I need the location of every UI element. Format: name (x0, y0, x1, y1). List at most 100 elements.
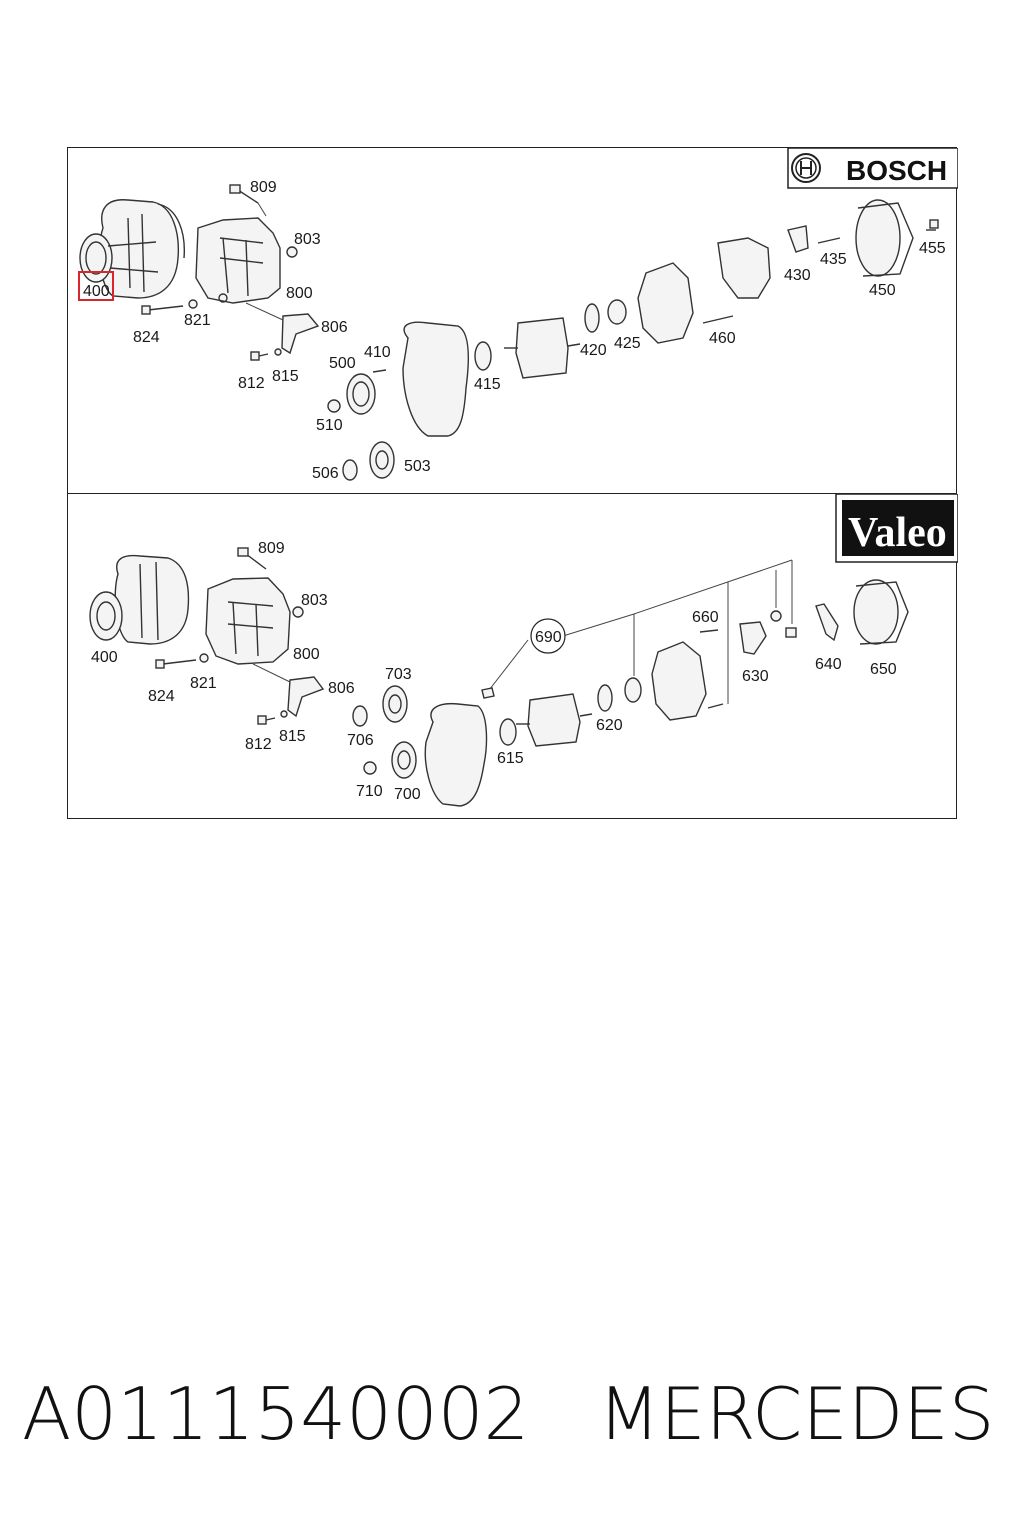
label-455: 455 (919, 240, 946, 257)
clip-drawing (481, 687, 495, 699)
label-650: 650 (870, 661, 897, 678)
bearing-420-drawing (584, 303, 600, 333)
washer-803-drawing (292, 606, 304, 618)
valeo-logo: Valeo (835, 494, 958, 563)
pulley-700-drawing (391, 741, 417, 779)
label-510: 510 (316, 417, 343, 434)
screw-435-drawing (817, 237, 841, 244)
washer-815-drawing (274, 348, 282, 356)
label-800: 800 (286, 285, 313, 302)
label-815: 815 (279, 728, 306, 745)
label-435: 435 (820, 251, 847, 268)
alternator-400-drawing (89, 554, 190, 645)
label-809: 809 (250, 179, 277, 196)
label-824: 824 (148, 688, 175, 705)
label-400: 400 (91, 649, 118, 666)
rectifier-drawing (717, 237, 771, 299)
label-415: 415 (474, 376, 501, 393)
label-430: 430 (784, 267, 811, 284)
label-615: 615 (497, 750, 524, 767)
bolt-824-drawing (162, 659, 197, 665)
bosch-logo-text: BOSCH (846, 155, 947, 186)
bearing-415-drawing (474, 341, 492, 371)
pulley-503-drawing (369, 441, 395, 479)
label-812: 812 (245, 736, 272, 753)
label-620: 620 (596, 717, 623, 734)
label-660: 660 (692, 609, 719, 626)
label-703: 703 (385, 666, 412, 683)
label-500: 500 (329, 355, 356, 372)
label-812: 812 (238, 375, 265, 392)
bracket-800-drawing (205, 577, 291, 665)
footer-caption: A0111540002 MERCEDES (0, 1372, 1024, 1472)
bolt-824-drawing (147, 305, 184, 311)
brush-holder-640-drawing (815, 603, 839, 642)
pulley-500-drawing (346, 373, 376, 415)
label-824: 824 (133, 329, 160, 346)
bolt-460-drawing (702, 315, 734, 324)
bolt-809-drawing (229, 184, 259, 204)
washer-815-drawing (280, 710, 288, 718)
terminal-drawing (707, 703, 724, 709)
label-806: 806 (328, 680, 355, 697)
label-410: 410 (364, 344, 391, 361)
kit-690-callout-circle (530, 618, 566, 654)
label-460: 460 (709, 330, 736, 347)
bolt-812-drawing (257, 715, 267, 725)
cover-650-drawing (853, 579, 909, 645)
bracket-800-drawing (195, 217, 281, 304)
washer-506-drawing (342, 459, 358, 481)
label-803: 803 (294, 231, 321, 248)
ring-425-drawing (607, 299, 627, 325)
label-821: 821 (184, 312, 211, 329)
regulator-630-drawing (739, 621, 767, 655)
bracket-806-drawing (281, 313, 320, 355)
screw-660-drawing (699, 629, 719, 633)
label-690: 690 (535, 629, 562, 646)
rotor-drawing (527, 693, 581, 747)
label-800: 800 (293, 646, 320, 663)
label-630: 630 (742, 668, 769, 685)
label-506: 506 (312, 465, 339, 482)
bracket-806-drawing (287, 676, 325, 718)
alternator-400-drawing (79, 199, 185, 299)
bearing-620-drawing (597, 684, 613, 712)
nut-510-drawing (327, 399, 341, 413)
label-815: 815 (272, 368, 299, 385)
highlight-box-400 (78, 271, 114, 301)
screw-drawing (785, 627, 797, 638)
pulley-703-drawing (382, 685, 408, 723)
label-400: 400 (83, 283, 110, 300)
washer-821-drawing (199, 653, 209, 663)
nut-drawing (770, 610, 782, 622)
bolt-812-drawing (250, 351, 260, 361)
label-821: 821 (190, 675, 217, 692)
label-503: 503 (404, 458, 431, 475)
bosch-diagram-svg: BOSCH (78, 148, 958, 482)
rotor-drawing (515, 317, 569, 379)
bearing-ring-drawing (624, 677, 642, 703)
label-809: 809 (258, 540, 285, 557)
nut-710-drawing (363, 761, 377, 775)
label-700: 700 (394, 786, 421, 803)
bosch-logo: BOSCH (787, 148, 958, 189)
kit-690-leader-lines (485, 559, 793, 704)
cover-450-drawing (855, 199, 914, 277)
washer-706-drawing (352, 705, 368, 727)
label-425: 425 (614, 335, 641, 352)
label-450: 450 (869, 282, 896, 299)
valeo-exploded-view-panel: Valeo (67, 493, 958, 819)
label-803: 803 (301, 592, 328, 609)
regulator-430-drawing (787, 225, 809, 253)
label-420: 420 (580, 342, 607, 359)
label-710: 710 (356, 783, 383, 800)
slip-ring-end-shield-drawing (637, 262, 694, 344)
label-706: 706 (347, 732, 374, 749)
vehicle-brand-text: MERCEDES (598, 1372, 995, 1456)
bearing-615-drawing (499, 718, 517, 746)
label-640: 640 (815, 656, 842, 673)
washer-821-drawing (188, 299, 198, 309)
screw-410-drawing (372, 369, 387, 373)
valeo-diagram-svg: Valeo (89, 494, 958, 807)
label-806: 806 (321, 319, 348, 336)
